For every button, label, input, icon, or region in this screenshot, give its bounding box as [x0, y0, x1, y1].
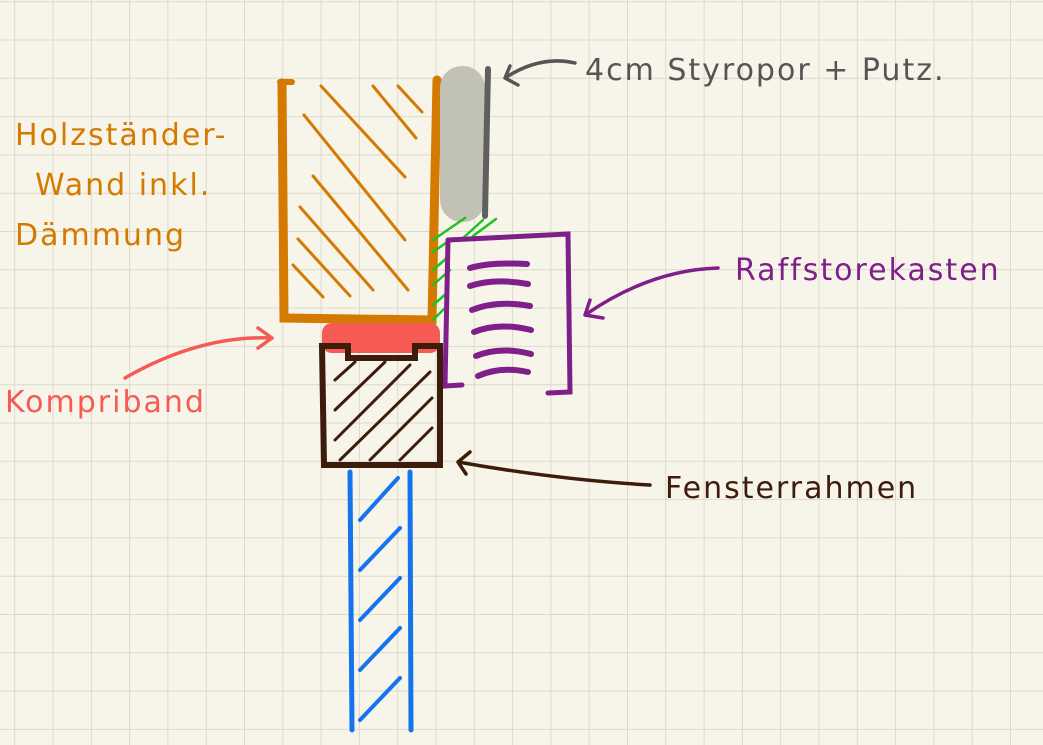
wooden-stud-wall	[277, 75, 442, 325]
styropor-insulation	[440, 66, 485, 222]
wall-label-line1: Holzständer-	[15, 118, 228, 153]
window-glass	[347, 469, 414, 733]
fensterrahmen-label: Fensterrahmen	[665, 471, 918, 506]
fensterrahmen-arrow	[456, 450, 652, 487]
styropor-label: 4cm Styropor + Putz.	[585, 53, 946, 88]
raffstore-label: Raffstorekasten	[735, 253, 1001, 288]
kompriband-arrow	[123, 326, 274, 380]
raffstore-arrow	[583, 266, 720, 320]
kompriband-label: Kompriband	[5, 385, 206, 420]
wall-label-line2: Wand inkl.	[35, 168, 211, 203]
raffstore-box	[442, 231, 573, 396]
kompriband-seal	[322, 323, 440, 353]
styropor-arrow	[503, 59, 577, 87]
window-frame	[318, 343, 443, 468]
wall-label-line3: Dämmung	[15, 218, 186, 253]
render-layer	[482, 66, 491, 219]
